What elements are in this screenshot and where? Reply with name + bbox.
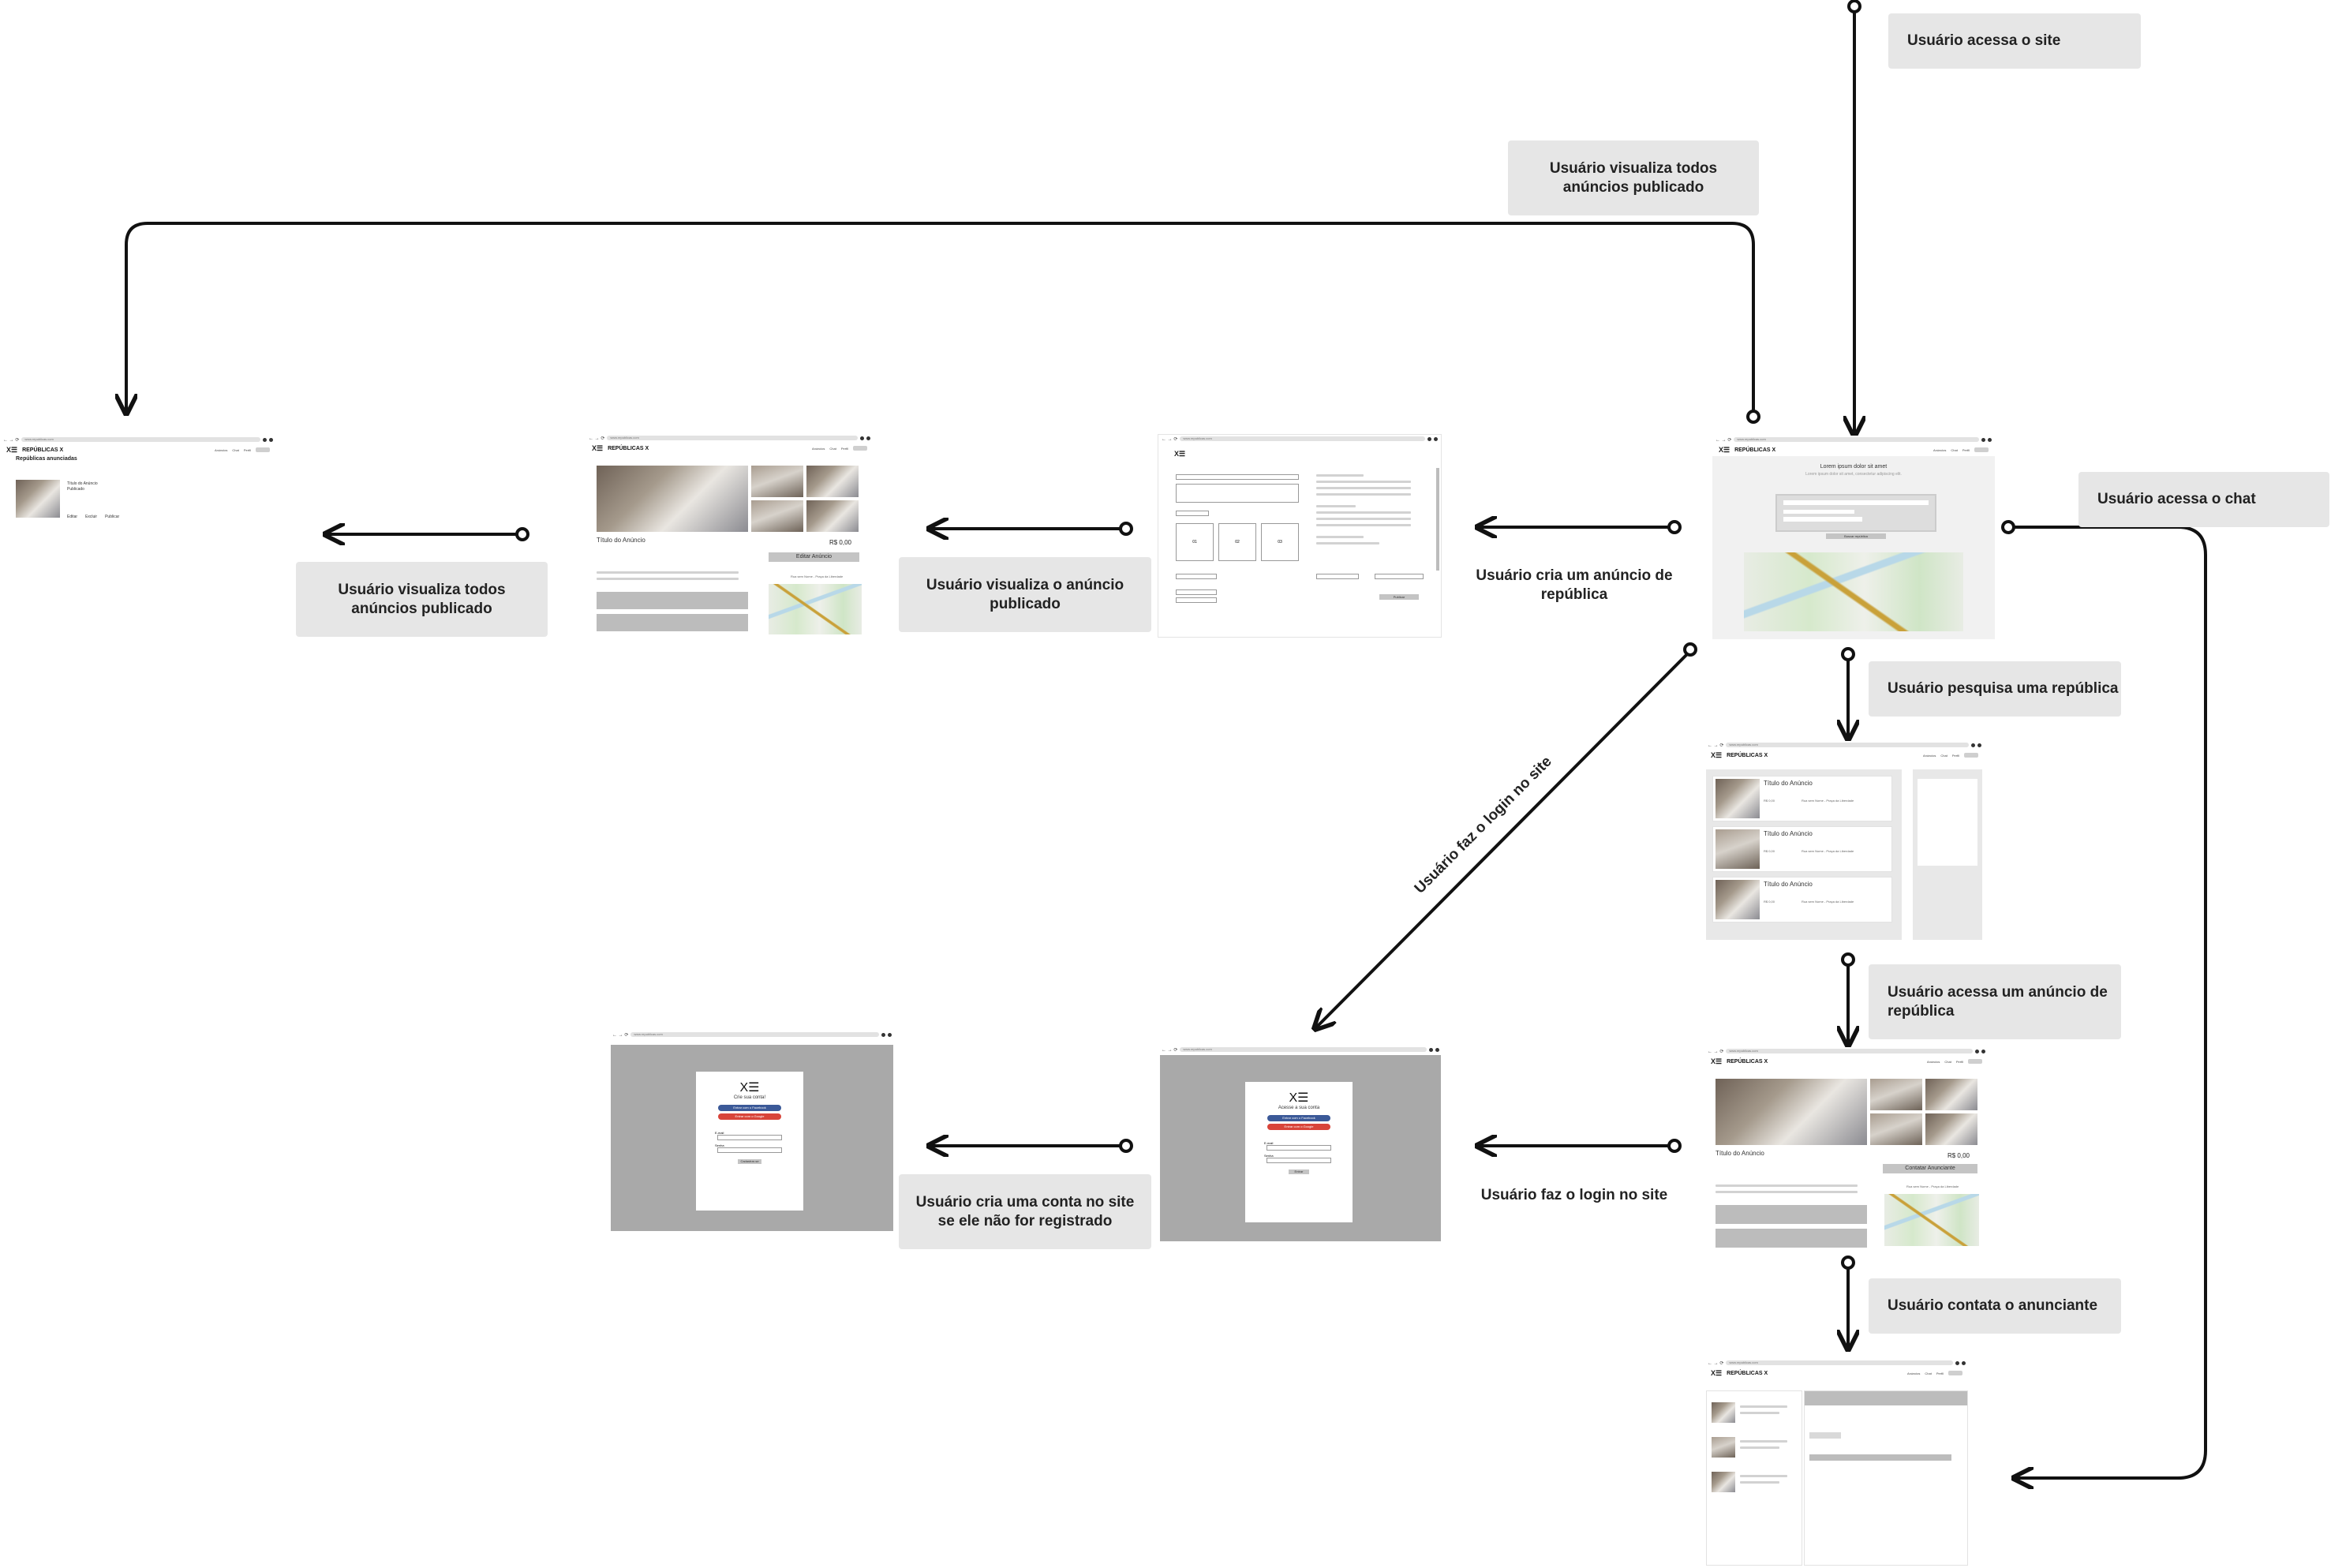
publish-button[interactable]: Publicar (1379, 594, 1419, 600)
signup-facebook-button[interactable]: Entrar com o Facebook (718, 1105, 781, 1111)
arrow-start-create-account (1119, 1139, 1133, 1153)
arrow-start-open-ad (1841, 952, 1855, 967)
mockup-anuncios-publicados: ← → ⟳www.republicas.com X☰REPÚBLICAS X A… (0, 436, 276, 529)
label-visualiza-anuncio: Usuário visualiza o anúncio publicado (899, 557, 1151, 632)
signup-google-button[interactable]: Entrar com o Google (718, 1113, 781, 1120)
arrow-start-chat (2001, 520, 2015, 534)
label-acessa-chat: Usuário acessa o chat (2078, 472, 2329, 527)
arrow-start-view-all-top (1746, 410, 1760, 424)
label-cria-conta: Usuário cria uma conta no site se ele nã… (899, 1174, 1151, 1249)
mockup-home: ← → ⟳www.republicas.com X☰REPÚBLICAS X A… (1712, 436, 1995, 639)
label-cria-anuncio: Usuário cria um anúncio de república (1476, 567, 1673, 603)
arrow-start-contact (1841, 1256, 1855, 1270)
arrow-start-login (1667, 1139, 1682, 1153)
arrow-start-view-ad (1119, 522, 1133, 536)
contact-advertiser-button[interactable]: Contatar Anunciante (1883, 1164, 1977, 1173)
mockup-anuncio-visitante: ← → ⟳www.republicas.com X☰REPÚBLICAS X A… (1704, 1047, 1989, 1252)
edit-ad-button[interactable]: Editar Anúncio (769, 552, 859, 562)
mockup-criar-anuncio: ← → ⟳www.republicas.com X☰ 01 02 03 Publ… (1158, 434, 1442, 638)
home-headline: Lorem ipsum dolor sit amet (1820, 464, 1888, 470)
signup-submit-button[interactable]: Cadastrar-se (738, 1159, 761, 1164)
label-acessa-anuncio: Usuário acessa um anúncio de república (1869, 964, 2121, 1039)
mockup-resultados: ← → ⟳www.republicas.com X☰REPÚBLICAS X A… (1704, 741, 1985, 941)
search-button[interactable]: Buscar república (1826, 533, 1886, 539)
login-submit-button[interactable]: Entrar (1289, 1169, 1309, 1174)
arrow-start-search (1841, 647, 1855, 661)
mockup-login: ← → ⟳www.republicas.com X☰ Acesse a sua … (1158, 1046, 1442, 1243)
label-login: Usuário faz o login no site (1480, 1187, 1668, 1203)
arrow-view-all-top (126, 222, 1755, 417)
arrow-login-diagonal (1315, 649, 1692, 1029)
arrow-start-create-ad (1667, 520, 1682, 534)
label-pesquisa: Usuário pesquisa uma república (1869, 661, 2121, 717)
label-visualiza-todos-left: Usuário visualiza todos anúncios publica… (296, 562, 548, 637)
label-visualiza-todos-top: Usuário visualiza todos anúncios publica… (1508, 140, 1759, 215)
label-acessa-site: Usuário acessa o site (1888, 13, 2141, 69)
mockup-anuncio-publicado: ← → ⟳www.republicas.com X☰REPÚBLICAS X A… (586, 434, 874, 638)
arrow-start-login-diagonal (1683, 642, 1697, 657)
mockup-chat: ← → ⟳www.republicas.com X☰REPÚBLICAS X A… (1704, 1359, 1969, 1566)
mockup-cadastro: ← → ⟳www.republicas.com X☰ Crie sua cont… (609, 1031, 895, 1232)
label-contata: Usuário contata o anunciante (1869, 1278, 2121, 1334)
arrow-start-view-all-left (515, 527, 529, 541)
listagem-photo (16, 480, 60, 518)
login-google-button[interactable]: Entrar com o Google (1267, 1124, 1330, 1130)
listagem-heading: Repúblicas anunciadas (16, 456, 77, 462)
arrow-chat (2008, 526, 2207, 1478)
arrow-start-site-access (1847, 0, 1861, 13)
login-facebook-button[interactable]: Entrar com o Facebook (1267, 1115, 1330, 1121)
